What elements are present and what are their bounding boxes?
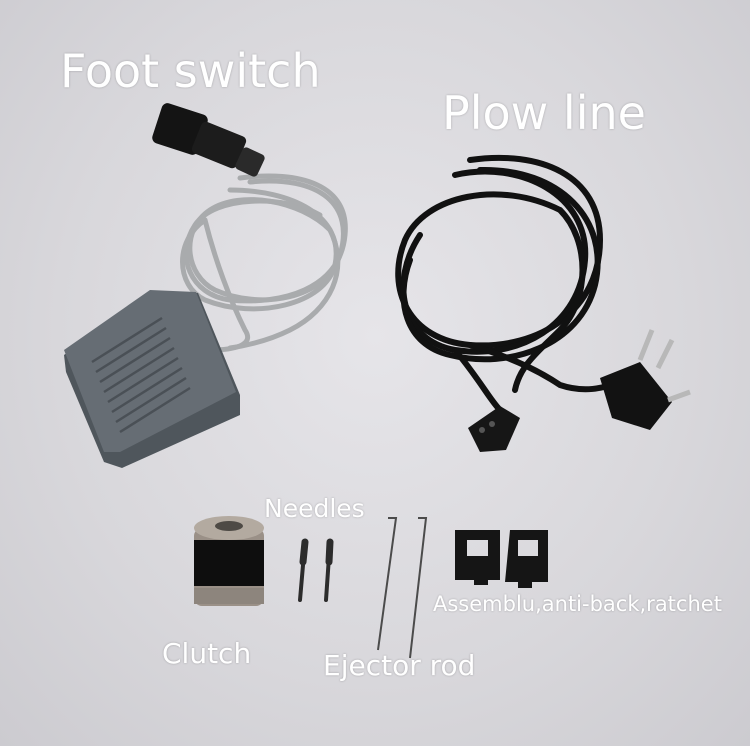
foot-switch-cable: [180, 173, 348, 353]
clutch: [194, 516, 264, 606]
label-needles: Needles: [264, 494, 365, 523]
ejector-rods: [377, 517, 428, 659]
label-plow-line: Plow line: [442, 86, 646, 140]
plow-line-cable: [395, 154, 633, 413]
label-clutch: Clutch: [162, 637, 252, 670]
label-assembly: Assemblu,anti-back,ratchet: [433, 592, 722, 616]
ratchet-assembly: [455, 530, 548, 588]
label-foot-switch: Foot switch: [60, 44, 321, 98]
plow-line-socket: [468, 406, 520, 452]
label-ejector-rod: Ejector rod: [323, 649, 476, 682]
foot-pedal: [64, 290, 240, 468]
plow-line-plug: [600, 329, 691, 430]
foot-switch-plug: [152, 103, 265, 177]
needles: [298, 538, 334, 602]
